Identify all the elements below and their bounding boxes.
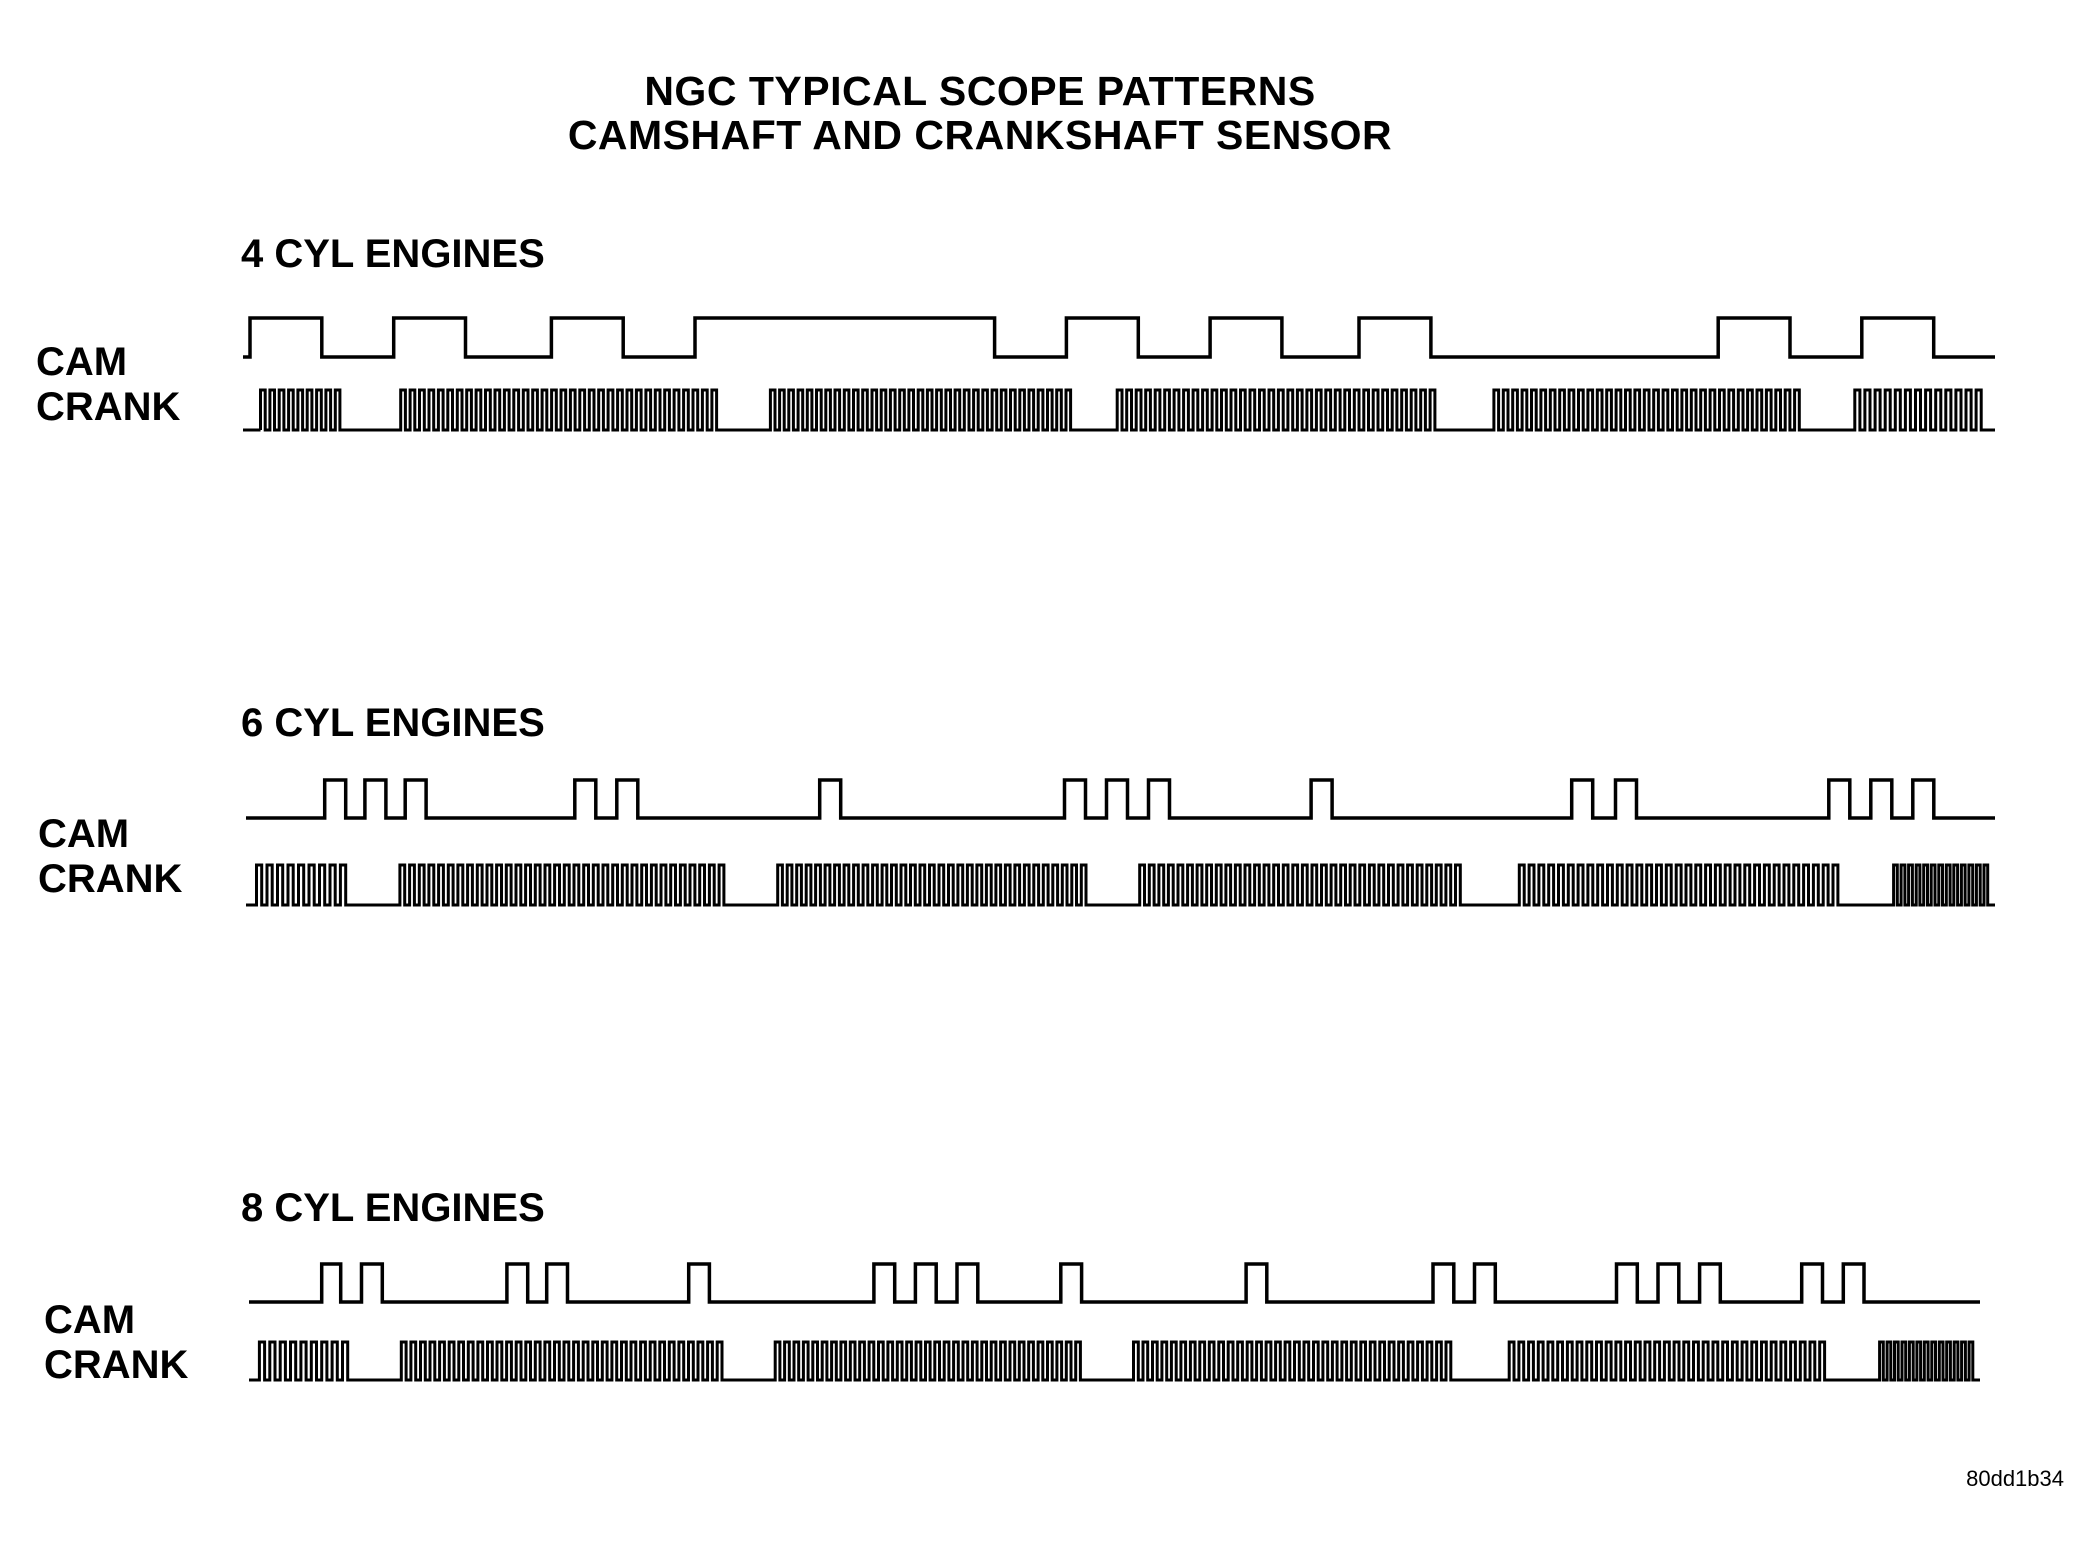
crank-waveform-4cyl bbox=[243, 388, 1995, 432]
cam-label-4cyl: CAM bbox=[36, 340, 128, 384]
section-title-4cyl: 4 CYL ENGINES bbox=[241, 232, 545, 276]
cam-label-8cyl: CAM bbox=[44, 1298, 136, 1342]
diagram-title-line-1: NGC TYPICAL SCOPE PATTERNS bbox=[644, 68, 1316, 114]
crank-label-6cyl: CRANK bbox=[38, 857, 183, 901]
crank-label-8cyl: CRANK bbox=[44, 1343, 189, 1387]
cam-waveform-8cyl bbox=[249, 1262, 1980, 1304]
crank-label-4cyl: CRANK bbox=[36, 385, 181, 429]
figure-reference-code: 80dd1b34 bbox=[1966, 1466, 2064, 1491]
crank-waveform-8cyl bbox=[249, 1340, 1980, 1382]
cam-label-6cyl: CAM bbox=[38, 812, 130, 856]
section-title-6cyl: 6 CYL ENGINES bbox=[241, 701, 545, 745]
crank-waveform-6cyl bbox=[246, 863, 1995, 907]
cam-waveform-4cyl bbox=[243, 316, 1995, 359]
cam-waveform-6cyl bbox=[246, 778, 1995, 820]
section-title-8cyl: 8 CYL ENGINES bbox=[241, 1186, 545, 1230]
diagram-title-line-2: CAMSHAFT AND CRANKSHAFT SENSOR bbox=[567, 112, 1393, 158]
